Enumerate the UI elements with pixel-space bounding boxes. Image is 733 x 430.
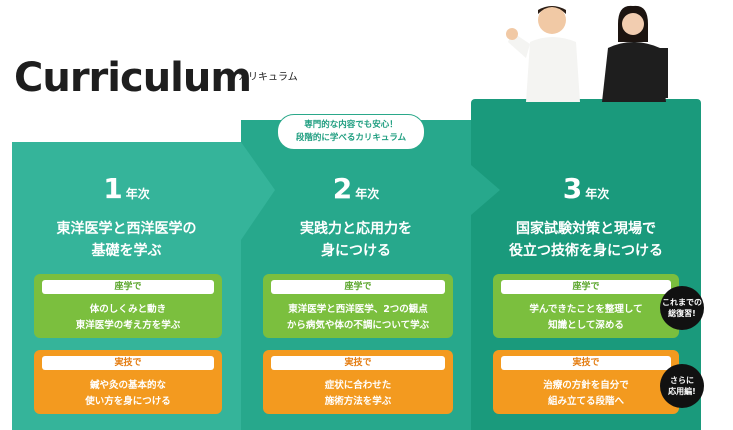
stage-1-lecture-tag: 座学で xyxy=(42,280,214,294)
bubble-line-1: 専門的な内容でも安心！ xyxy=(304,120,398,130)
stage-3-practice-line-2: 組み立てる段階へ xyxy=(547,396,624,407)
stage-1-practice-tag: 実技で xyxy=(42,356,214,370)
stage-2-practice-panel: 実技で 症状に合わせた 施術方法を学ぶ xyxy=(263,350,453,414)
stage-2-unit: 年次 xyxy=(355,187,380,201)
stage-1-lecture-panel: 座学で 体のしくみと動き 東洋医学の考え方を学ぶ xyxy=(34,274,222,338)
page-title: Curriculum xyxy=(14,55,252,101)
stage-3-heading-line-2: 役立つ技術を身につける xyxy=(509,243,663,259)
stage-3-heading-line-1: 国家試験対策と現場で xyxy=(516,221,656,237)
stage-2-heading-line-2: 身につける xyxy=(321,243,391,259)
stage-2-lecture-panel: 座学で 東洋医学と西洋医学、2つの観点 から病気や体の不調について学ぶ xyxy=(263,274,453,338)
stage-3-lecture-panel: 座学で 学んできたことを整理して 知識として深める xyxy=(493,274,679,338)
stage-1-lecture-line-2: 東洋医学の考え方を学ぶ xyxy=(75,320,181,331)
stage-1-number: 1 xyxy=(103,172,123,205)
stage-2-number: 2 xyxy=(332,172,353,205)
stage-2-lecture-line-2: から病気や体の不調について学ぶ xyxy=(286,320,430,331)
stage-3-heading: 国家試験対策と現場で 役立つ技術を身につける xyxy=(471,218,701,262)
stage-1-heading-line-2: 基礎を学ぶ xyxy=(91,243,162,259)
stage-3-number: 3 xyxy=(562,172,583,205)
stage-3-practice-tag: 実技で xyxy=(501,356,671,370)
advanced-badge: さらに 応用編! xyxy=(660,364,704,408)
stage-1-unit: 年次 xyxy=(125,187,150,201)
stage-1-practice-line-1: 鍼や灸の基本的な xyxy=(89,380,166,391)
review-badge-line-2: 総復習! xyxy=(668,309,696,318)
page-subtitle: カリキュラム xyxy=(238,72,298,83)
stage-1-lecture-line-1: 体のしくみと動き xyxy=(89,304,167,315)
stage-3-lecture-line-1: 学んできたことを整理して xyxy=(529,304,643,315)
stage-2-practice-line-2: 施術方法を学ぶ xyxy=(324,396,392,407)
info-bubble: 専門的な内容でも安心！ 段階的に学べるカリキュラム xyxy=(277,114,425,150)
stage-1-practice-panel: 実技で 鍼や灸の基本的な 使い方を身につける xyxy=(34,350,222,414)
students-photo xyxy=(506,5,668,102)
stage-3-unit: 年次 xyxy=(585,187,610,201)
review-badge-line-1: これまでの xyxy=(662,298,702,307)
stage-3-lecture-tag: 座学で xyxy=(501,280,671,294)
stage-2-heading-line-1: 実践力と応用力を xyxy=(300,221,412,237)
advanced-badge-line-1: さらに xyxy=(670,376,694,385)
advanced-badge-line-2: 応用編! xyxy=(668,387,696,396)
stage-3-practice-line-1: 治療の方針を自分で xyxy=(543,380,629,391)
stage-2-practice-line-1: 症状に合わせた xyxy=(324,380,392,391)
stage-2-heading: 実践力と応用力を 身につける xyxy=(241,218,471,262)
stage-2-lecture-tag: 座学で xyxy=(271,280,445,294)
stage-2-arrow xyxy=(471,165,500,215)
bubble-line-2: 段階的に学べるカリキュラム xyxy=(295,133,407,143)
stage-1-heading: 東洋医学と西洋医学の 基礎を学ぶ xyxy=(12,218,241,262)
stage-1-practice-line-2: 使い方を身につける xyxy=(85,396,171,407)
review-badge: これまでの 総復習! xyxy=(660,286,704,330)
stage-1-heading-line-1: 東洋医学と西洋医学の xyxy=(56,221,197,237)
stage-3-lecture-line-2: 知識として深める xyxy=(548,320,624,331)
stage-3-bg xyxy=(471,99,701,430)
stage-2-lecture-line-1: 東洋医学と西洋医学、2つの観点 xyxy=(288,304,428,315)
stage-3-practice-panel: 実技で 治療の方針を自分で 組み立てる段階へ xyxy=(493,350,679,414)
stage-2-practice-tag: 実技で xyxy=(271,356,445,370)
